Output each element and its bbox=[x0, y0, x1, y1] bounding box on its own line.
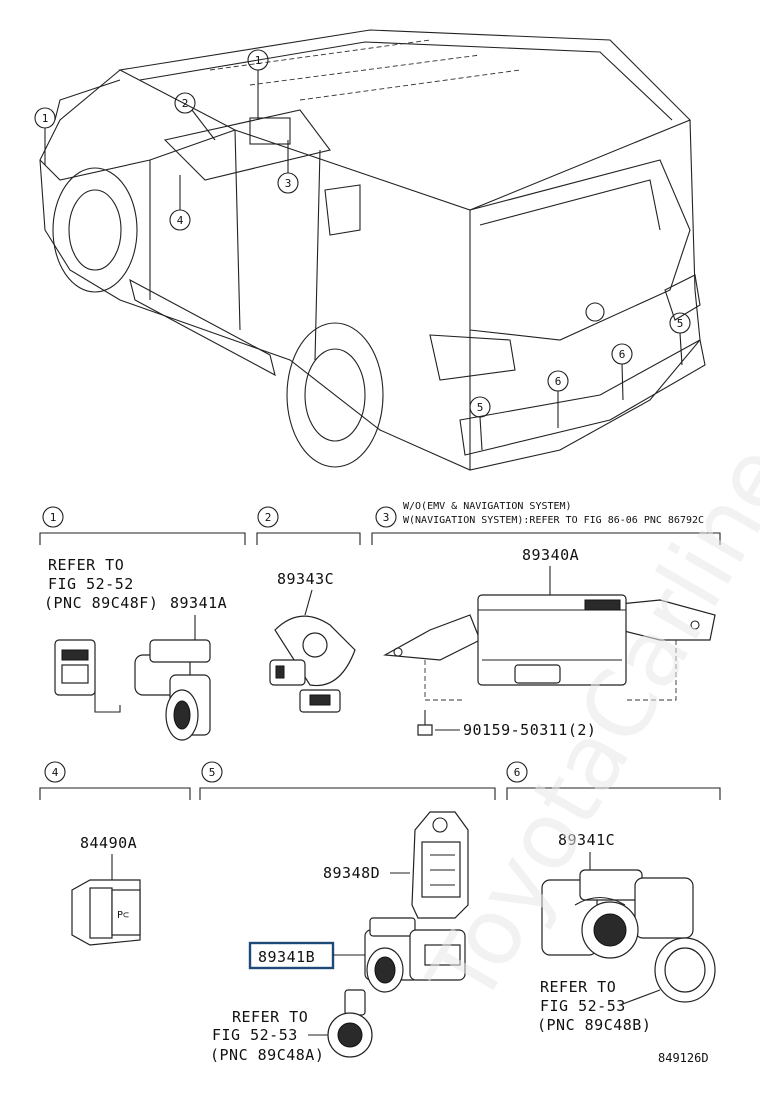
svg-text:5: 5 bbox=[477, 401, 484, 414]
diagram-id: 849126D bbox=[658, 1051, 709, 1065]
svg-text:1: 1 bbox=[255, 54, 262, 67]
callout-6-right[interactable]: 6 bbox=[611, 343, 633, 401]
s6-refer-line2: FIG 52-53 bbox=[540, 997, 626, 1015]
svg-text:6: 6 bbox=[555, 375, 562, 388]
callout-6-left[interactable]: 6 bbox=[547, 370, 569, 428]
s5-refer-line1: REFER TO bbox=[232, 1008, 308, 1026]
svg-text:5: 5 bbox=[209, 766, 216, 779]
s1-refer-line1: REFER TO bbox=[48, 556, 124, 574]
sensor-89341A bbox=[134, 615, 211, 741]
part-89341B-label[interactable]: 89341B bbox=[258, 948, 315, 966]
part-89340A-label: 89340A bbox=[522, 546, 579, 564]
callout-5-right[interactable]: 5 bbox=[669, 312, 691, 366]
section-6-header: 6 bbox=[506, 761, 721, 800]
sensor-89343C bbox=[269, 615, 356, 713]
svg-text:1: 1 bbox=[42, 112, 49, 125]
section-4-header: 4 bbox=[39, 761, 191, 800]
s6-refer-line1: REFER TO bbox=[540, 978, 616, 996]
part-89348D-label: 89348D bbox=[323, 864, 380, 882]
bezel-left bbox=[327, 989, 373, 1058]
bezel-right bbox=[654, 937, 716, 1003]
part-89341A-label: 89341A bbox=[170, 594, 227, 612]
part-bolt-label: 90159-50311(2) bbox=[463, 721, 596, 739]
svg-text:4: 4 bbox=[52, 766, 59, 779]
switch-84490A: P⊂ bbox=[71, 879, 141, 946]
svg-text:4: 4 bbox=[177, 214, 184, 227]
section-3-note-2: W(NAVIGATION SYSTEM):REFER TO FIG 86-06 … bbox=[403, 515, 704, 526]
section-6-content: 89341C REFER TO FIG 52-53 (PNC 89C48B) bbox=[537, 831, 716, 1034]
vehicle-illustration: 1 1 2 3 4 5 5 bbox=[34, 29, 706, 471]
s1-refer-line3: (PNC 89C48F) bbox=[44, 594, 158, 612]
sensor-89341B bbox=[364, 917, 466, 993]
section-5-header: 5 bbox=[199, 761, 496, 800]
switch-label: P⊂ bbox=[117, 910, 129, 921]
callout-3[interactable]: 3 bbox=[277, 140, 299, 194]
svg-text:2: 2 bbox=[182, 97, 189, 110]
bolt-90159-50311 bbox=[417, 710, 460, 736]
callout-2[interactable]: 2 bbox=[174, 92, 216, 141]
ecu-89340A bbox=[383, 594, 716, 701]
holder-89348D bbox=[411, 811, 469, 919]
section-3-header: 3 W/O(EMV & NAVIGATION SYSTEM) W(NAVIGAT… bbox=[371, 501, 721, 545]
s5-refer-line2: FIG 52-53 bbox=[212, 1026, 298, 1044]
section-1-content: REFER TO FIG 52-52 (PNC 89C48F) 89341A bbox=[44, 556, 227, 741]
svg-text:1: 1 bbox=[50, 511, 57, 524]
section-2-header: 2 bbox=[256, 506, 361, 545]
svg-text:3: 3 bbox=[383, 511, 390, 524]
svg-text:5: 5 bbox=[677, 317, 684, 330]
svg-text:2: 2 bbox=[265, 511, 272, 524]
callout-4[interactable]: 4 bbox=[169, 175, 191, 231]
s6-refer-line3: (PNC 89C48B) bbox=[537, 1016, 651, 1034]
sensor-89341C bbox=[541, 869, 694, 959]
section-1-header: 1 bbox=[39, 506, 246, 545]
section-3-content: 89340A 90159-50311(2) bbox=[383, 546, 716, 739]
callout-1-front[interactable]: 1 bbox=[34, 107, 56, 165]
section-2-content: 89343C bbox=[269, 570, 356, 713]
s1-refer-line2: FIG 52-52 bbox=[48, 575, 134, 593]
section-4-content: 84490A P⊂ bbox=[71, 834, 141, 946]
s5-refer-line3: (PNC 89C48A) bbox=[210, 1046, 324, 1064]
svg-text:6: 6 bbox=[514, 766, 521, 779]
part-89343C-label: 89343C bbox=[277, 570, 334, 588]
section-5-content: 89348D 89341B REFER TO FIG 52-53 (PNC 89… bbox=[210, 811, 469, 1064]
sensor-bracket-left bbox=[54, 639, 121, 713]
part-84490A-label: 84490A bbox=[80, 834, 137, 852]
section-3-note-1: W/O(EMV & NAVIGATION SYSTEM) bbox=[403, 501, 572, 512]
svg-text:6: 6 bbox=[619, 348, 626, 361]
part-89341C-label: 89341C bbox=[558, 831, 615, 849]
callout-5-left[interactable]: 5 bbox=[469, 396, 491, 451]
callout-1-dash[interactable]: 1 bbox=[247, 49, 269, 120]
svg-text:3: 3 bbox=[285, 177, 292, 190]
